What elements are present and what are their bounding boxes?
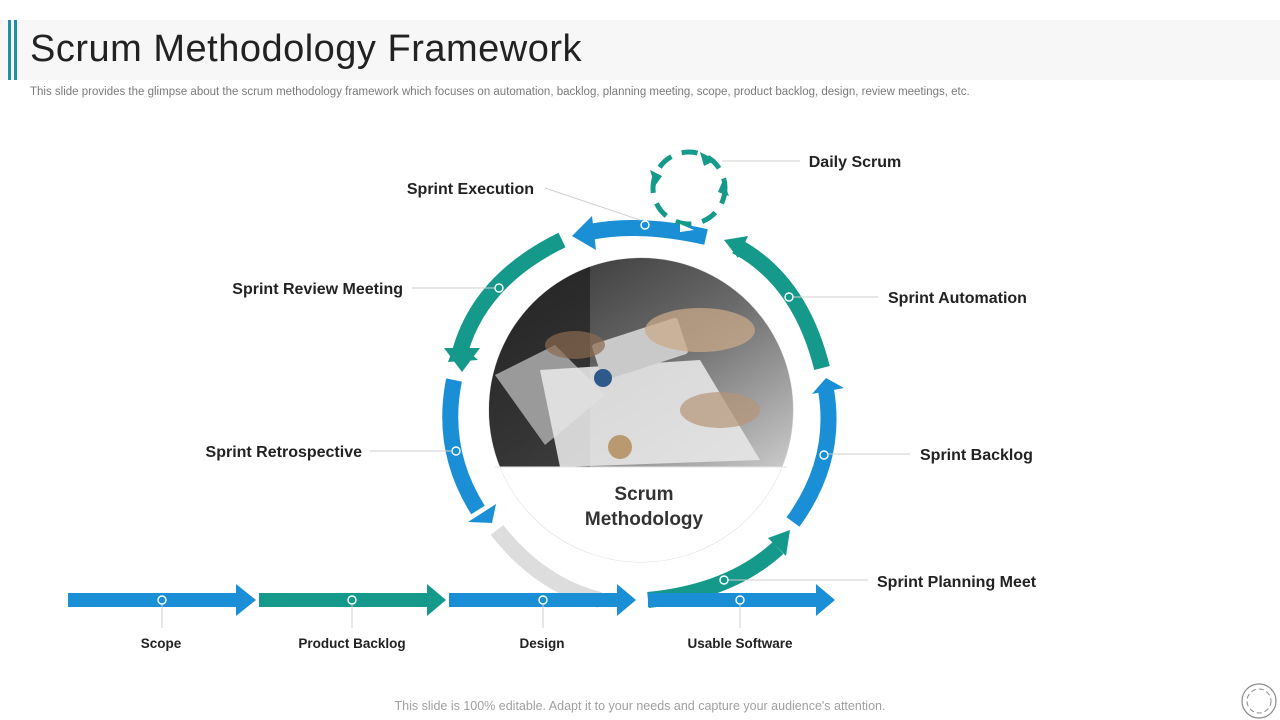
arrowhead-sprint-review-2	[444, 348, 480, 372]
arrowhead-sprint-planning	[768, 530, 790, 556]
pipeline-label-usable-software: Usable Software	[687, 636, 793, 651]
label-sprint-review-meeting: Sprint Review Meeting	[232, 281, 403, 298]
label-sprint-retrospective: Sprint Retrospective	[206, 444, 363, 461]
daily-scrum-loop	[650, 149, 729, 232]
label-sprint-planning-meet: Sprint Planning Meet	[877, 574, 1037, 591]
pipeline-label-product-backlog: Product Backlog	[298, 636, 405, 651]
arrowhead-sprint-backlog	[812, 378, 844, 394]
pipeline-arrow-scope	[68, 584, 256, 616]
arrowhead-sprint-execution	[572, 216, 596, 250]
arc-sprint-retrospective	[442, 378, 485, 515]
arrowhead-sprint-retrospective	[468, 504, 496, 523]
cycle-nodes	[451, 220, 829, 585]
pipeline-label-design: Design	[519, 636, 564, 651]
title-accent-bar	[8, 20, 11, 80]
center-title-line2: Methodology	[585, 509, 704, 530]
footer-note: This slide is 100% editable. Adapt it to…	[394, 699, 886, 713]
pipeline-arrow-product-backlog	[259, 584, 446, 616]
pipeline-arrow-design	[449, 584, 636, 616]
circle-logo-icon	[1241, 683, 1277, 719]
label-daily-scrum: Daily Scrum	[809, 154, 901, 171]
label-sprint-backlog: Sprint Backlog	[920, 447, 1033, 464]
label-sprint-execution: Sprint Execution	[407, 181, 534, 198]
pipeline-label-scope: Scope	[141, 636, 182, 651]
label-sprint-automation: Sprint Automation	[888, 290, 1027, 307]
page-subtitle: This slide provides the glimpse about th…	[30, 86, 970, 98]
title-accent-bar-2	[14, 20, 17, 80]
pipeline-ticks	[161, 605, 741, 628]
arc-sprint-backlog	[786, 388, 837, 527]
center-title-line1: Scrum	[614, 484, 673, 505]
title-band	[0, 20, 1280, 80]
page-title: Scrum Methodology Framework	[30, 28, 583, 70]
label-connectors	[370, 160, 910, 581]
arrowhead-sprint-automation	[724, 236, 748, 258]
pipeline-arrow-usable-software	[648, 584, 835, 616]
